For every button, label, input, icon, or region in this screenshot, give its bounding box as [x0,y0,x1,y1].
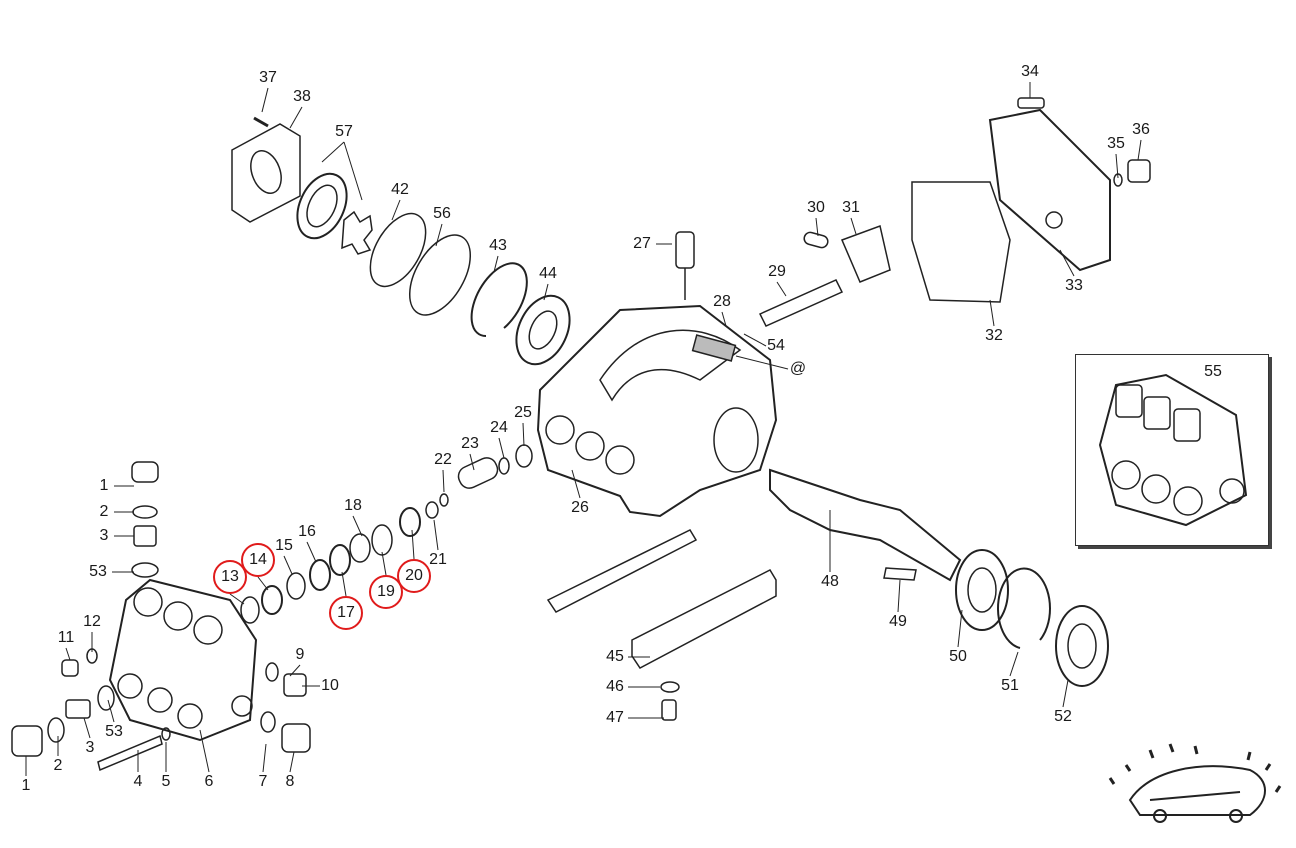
manifold-detail-drawing [1098,373,1248,527]
part-label: 37 [259,69,277,86]
part-label: 2 [53,757,63,774]
part-label: 2 [99,503,109,520]
part-label: 33 [1065,277,1083,294]
part-label: 29 [768,263,786,280]
part-label: 34 [1021,63,1039,80]
part-label: 57 [335,123,353,140]
car-wash-logo-icon [1108,743,1282,823]
part-label: 38 [293,88,311,105]
part-label: @ [789,360,807,377]
part-label: 51 [1001,677,1019,694]
part-label: 35 [1107,135,1125,152]
part-label: 30 [807,199,825,216]
part-label: 22 [434,451,452,468]
part-label: 1 [99,477,109,494]
part-label: 12 [83,613,101,630]
part-label: 32 [985,327,1003,344]
part-label: 42 [391,181,409,198]
highlighted-part-label: 20 [397,559,431,593]
part-label: 50 [949,648,967,665]
part-label: 44 [539,265,557,282]
rear-cover [988,108,1111,272]
part-label: 43 [489,237,507,254]
part-label: 15 [275,537,293,554]
part-label: 54 [767,337,785,354]
part-label: 31 [842,199,860,216]
part-label: 8 [285,773,295,790]
part-label: 18 [344,497,362,514]
part-label: 10 [321,677,339,694]
crankcase [536,304,778,518]
part-label: 52 [1054,708,1072,725]
part-label: 4 [133,773,143,790]
part-label: 46 [606,678,624,695]
part-label: 45 [606,648,624,665]
part-label: 36 [1132,121,1150,138]
part-label: 3 [85,739,95,756]
highlighted-part-label: 14 [241,543,275,577]
part-label: 7 [258,773,268,790]
part-label: 24 [490,419,508,436]
crankshaft [769,468,962,582]
part-label: 23 [461,435,479,452]
part-label: 16 [298,523,316,540]
manifold [108,578,258,742]
part-label: 3 [99,527,109,544]
part-label: 56 [433,205,451,222]
part-label: 55 [1204,363,1222,380]
part-label: 6 [204,773,214,790]
part-label: 47 [606,709,624,726]
part-label: 1 [21,777,31,794]
part-label: 27 [633,235,651,252]
highlighted-part-label: 13 [213,560,247,594]
leader-lines [25,82,1142,776]
highlighted-part-label: 17 [329,596,363,630]
part-label: 21 [429,551,447,568]
part-label: 48 [821,573,839,590]
part-label: 11 [57,629,75,646]
part-label: 53 [89,563,107,580]
part-label: 28 [713,293,731,310]
flange-plate [231,123,301,223]
part-label: 49 [889,613,907,630]
part-label: 26 [571,499,589,516]
part-label: 9 [295,646,305,663]
part-label: 25 [514,404,532,421]
part-label: 53 [105,723,123,740]
gasket [911,181,1011,303]
part-label: 5 [161,773,171,790]
manifold-detail-inset [1075,354,1269,546]
